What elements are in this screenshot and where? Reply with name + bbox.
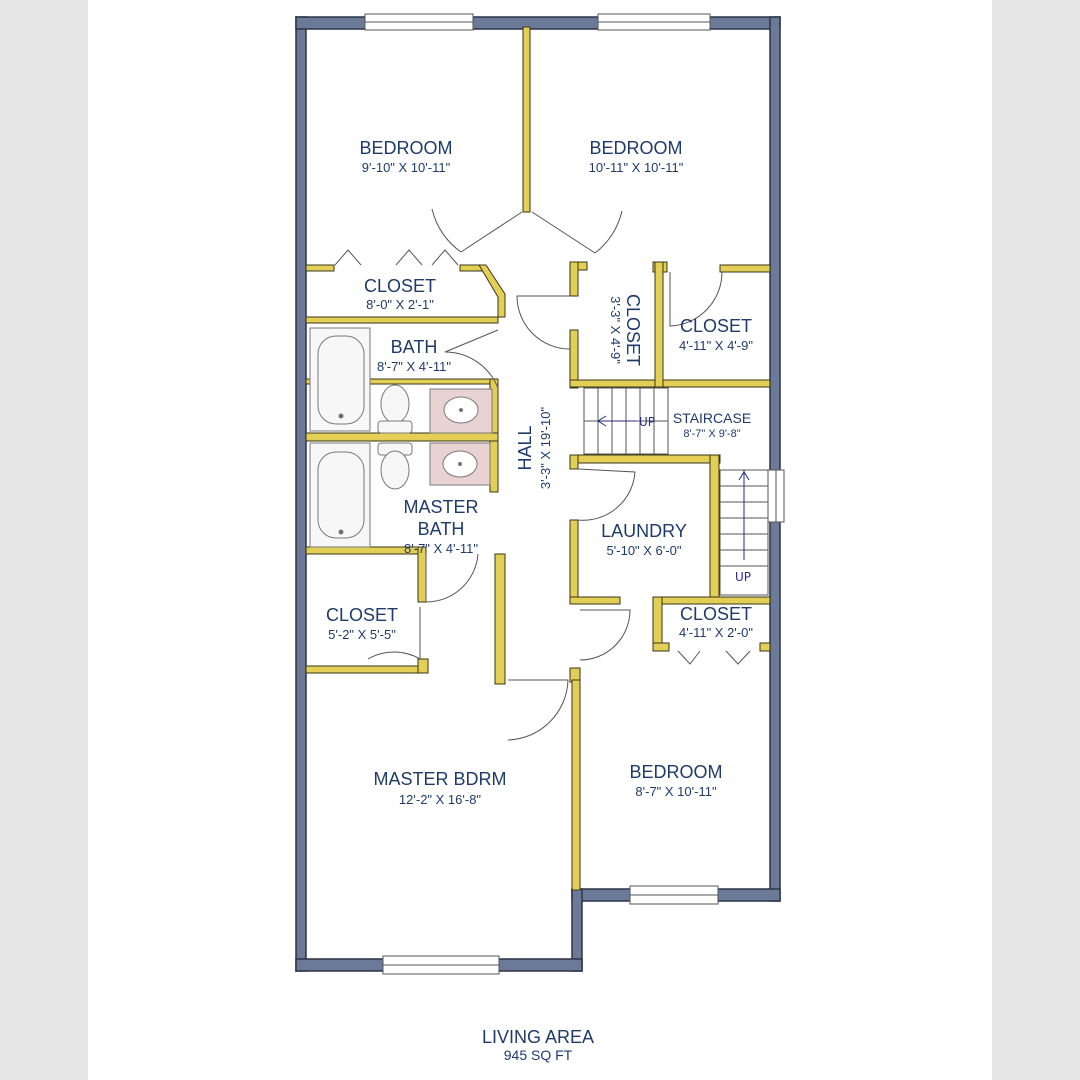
closet-vertical-label: CLOSET [623, 294, 643, 366]
bedroom-se-dim: 8'-7" X 10'-11" [635, 784, 717, 799]
staircase-dim: 8'-7" X 9'-8" [683, 428, 740, 440]
living-area-title: LIVING AREA [482, 1027, 594, 1047]
closet-top-dim: 8'-0" X 2'-1" [366, 297, 434, 312]
interior-walls [305, 26, 771, 891]
plan-sheet [88, 0, 992, 1080]
windows [364, 13, 785, 975]
closet-top-label: CLOSET [364, 276, 436, 296]
living-area-size: 945 SQ FT [504, 1047, 573, 1063]
bedroom-nw-label: BEDROOM [359, 138, 452, 158]
bathtub-upper [309, 327, 371, 432]
doors [334, 208, 751, 741]
sink-lower [429, 442, 491, 486]
sink-upper [429, 388, 493, 434]
bath-dim: 8'-7" X 4'-11" [377, 359, 451, 374]
laundry-label: LAUNDRY [601, 521, 687, 541]
bedroom-se-label: BEDROOM [629, 762, 722, 782]
staircase-label: STAIRCASE [673, 410, 751, 426]
hall-dim: 3'-3" X 19'-10" [538, 407, 553, 490]
bedroom-nw-dim: 9'-10" X 10'-11" [362, 160, 451, 175]
stair-up-label-1: UP [639, 415, 655, 429]
toilet-upper [377, 384, 413, 434]
bath-label: BATH [391, 337, 438, 357]
closet-right-dim: 4'-11" X 4'-9" [679, 338, 753, 353]
staircase-treads [583, 387, 769, 596]
closet-vertical-dim: 3'-3" X 4'-9" [608, 296, 623, 364]
master-bath-label-2: BATH [418, 519, 465, 539]
master-bath-label-1: MASTER [403, 497, 478, 517]
closet-right-label: CLOSET [680, 316, 752, 336]
bathtub-lower [309, 442, 371, 548]
closet-small-dim: 4'-11" X 2'-0" [679, 625, 753, 640]
master-bdrm-dim: 12'-2" X 16'-8" [399, 792, 482, 807]
closet-small-label: CLOSET [680, 604, 752, 624]
bath-fixtures [309, 327, 493, 548]
closet-master-dim: 5'-2" X 5'-5" [328, 627, 396, 642]
bedroom-ne-dim: 10'-11" X 10'-11" [589, 160, 684, 175]
laundry-dim: 5'-10" X 6'-0" [607, 543, 682, 558]
stair-up-label-2: UP [735, 570, 751, 584]
hall-label: HALL [515, 425, 535, 470]
toilet-lower [377, 442, 413, 490]
bedroom-ne-label: BEDROOM [589, 138, 682, 158]
closet-master-label: CLOSET [326, 605, 398, 625]
master-bdrm-label: MASTER BDRM [373, 769, 506, 789]
master-bath-dim: 8'-7" X 4'-11" [404, 541, 478, 556]
